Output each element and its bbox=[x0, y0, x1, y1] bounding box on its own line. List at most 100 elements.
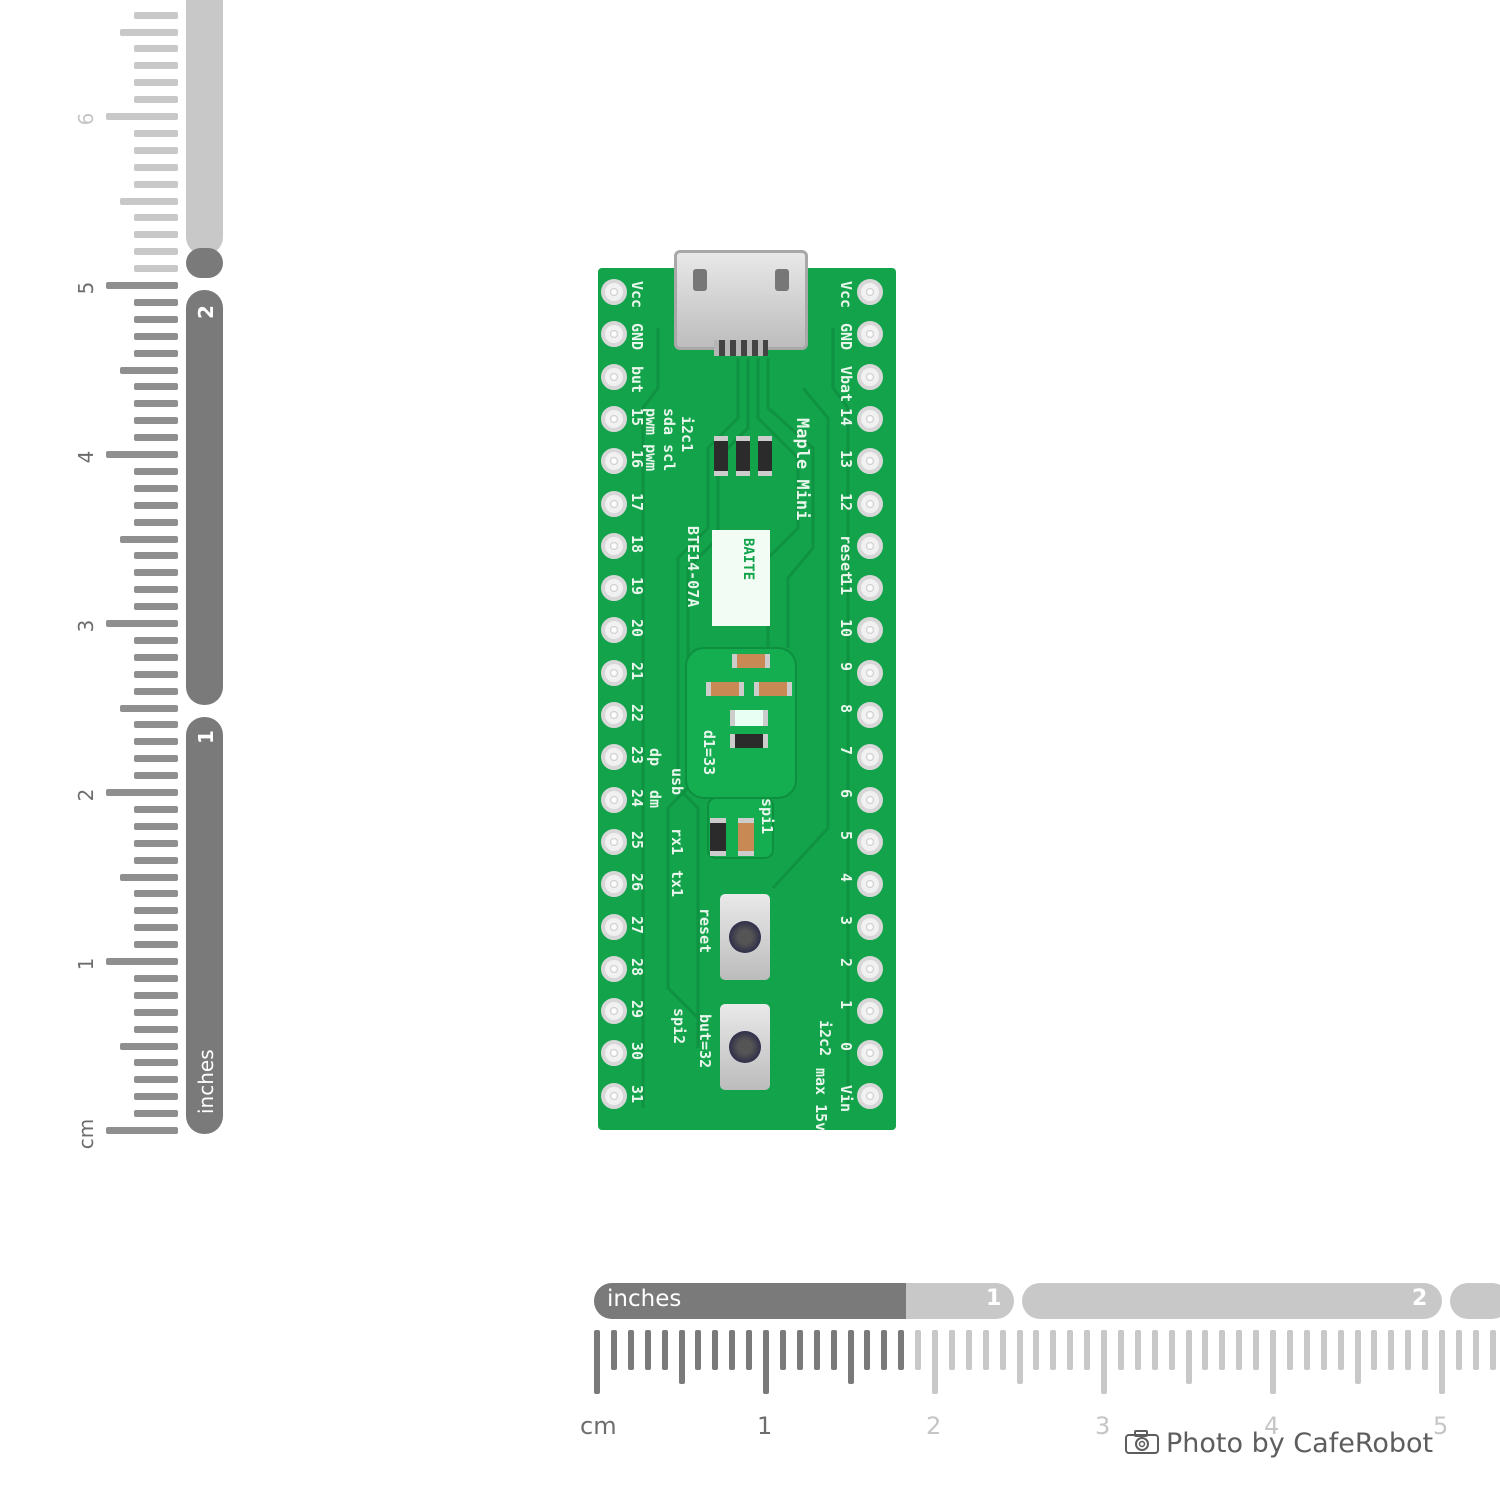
horizontal-cm-number-5: 5 bbox=[1433, 1412, 1449, 1440]
horizontal-inch-bar-3 bbox=[1450, 1283, 1500, 1319]
reset-text: reset bbox=[696, 908, 714, 954]
header-pin bbox=[857, 744, 883, 771]
vertical-inch-label: inches bbox=[194, 1049, 218, 1114]
horizontal-ruler-tick bbox=[712, 1330, 719, 1370]
max-voltage-text: max 15v bbox=[812, 1068, 830, 1132]
header-pin bbox=[857, 786, 883, 813]
d1-text: d1=33 bbox=[700, 730, 718, 776]
horizontal-ruler-tick bbox=[1168, 1330, 1175, 1370]
left-pin-label: 29 bbox=[628, 1000, 646, 1019]
horizontal-ruler-tick bbox=[1405, 1330, 1412, 1370]
right-pin-label: 7 bbox=[837, 746, 855, 756]
smd-led bbox=[730, 710, 768, 726]
vertical-ruler-tick bbox=[134, 552, 178, 560]
vertical-ruler-tick bbox=[134, 146, 178, 154]
right-pin-label: 1 bbox=[837, 1000, 855, 1010]
right-pin-label: 9 bbox=[837, 661, 855, 671]
vertical-ruler-tick bbox=[134, 45, 178, 53]
vertical-ruler-tick bbox=[134, 822, 178, 830]
horizontal-ruler-tick bbox=[965, 1330, 972, 1370]
camera-icon bbox=[1125, 1430, 1159, 1454]
vertical-ruler-tick bbox=[134, 687, 178, 695]
horizontal-ruler-tick bbox=[1253, 1330, 1260, 1370]
horizontal-ruler-tick bbox=[1202, 1330, 1209, 1370]
vertical-ruler-tick bbox=[134, 518, 178, 526]
horizontal-ruler-tick bbox=[1320, 1330, 1327, 1370]
vertical-ruler-tick bbox=[134, 62, 178, 70]
header-pin bbox=[601, 321, 627, 348]
horizontal-inch-bar-1-dark bbox=[594, 1283, 906, 1319]
horizontal-ruler-tick bbox=[796, 1330, 803, 1370]
horizontal-ruler-tick bbox=[1236, 1330, 1243, 1370]
usb-pins bbox=[714, 340, 768, 356]
horizontal-ruler-tick bbox=[1472, 1330, 1479, 1370]
right-pin-label: Vin bbox=[837, 1084, 855, 1112]
vertical-ruler-tick bbox=[134, 738, 178, 746]
smd-capacitor bbox=[706, 682, 744, 696]
reset-button[interactable] bbox=[720, 894, 770, 980]
vertical-ruler-tick bbox=[106, 789, 178, 796]
vertical-ruler-tick bbox=[134, 400, 178, 408]
left-pin-label: but bbox=[628, 365, 646, 393]
i2c1-text: i2c1 bbox=[678, 416, 696, 453]
vertical-ruler-tick bbox=[120, 1042, 178, 1050]
header-pin bbox=[857, 871, 883, 898]
vertical-ruler-tick bbox=[134, 298, 178, 306]
vertical-ruler-tick bbox=[134, 434, 178, 442]
vertical-ruler-tick bbox=[134, 79, 178, 87]
horizontal-ruler-tick bbox=[644, 1330, 651, 1370]
header-pin bbox=[601, 279, 627, 305]
right-pin-label: GND bbox=[837, 323, 855, 351]
vertical-ruler-tick bbox=[134, 755, 178, 763]
horizontal-ruler-tick bbox=[1117, 1330, 1124, 1370]
horizontal-ruler-tick bbox=[1286, 1330, 1293, 1370]
vertical-ruler-tick bbox=[134, 1076, 178, 1084]
vertical-inch-bar-1 bbox=[186, 717, 223, 1134]
horizontal-ruler-tick bbox=[1354, 1330, 1361, 1384]
left-pin-label: 22 bbox=[628, 704, 646, 723]
vertical-ruler-tick bbox=[134, 417, 178, 425]
vertical-inch-bar-top-end bbox=[186, 248, 223, 278]
horizontal-ruler-tick bbox=[1455, 1330, 1462, 1370]
vertical-ruler-tick bbox=[134, 484, 178, 492]
left-pin-label: GND bbox=[628, 323, 646, 351]
right-pin-label: 14 bbox=[837, 407, 855, 426]
vertical-ruler-tick bbox=[134, 383, 178, 391]
right-pin-label: 0 bbox=[837, 1042, 855, 1052]
right-pin-label: Vcc bbox=[837, 281, 855, 309]
header-pin bbox=[857, 363, 883, 390]
header-pin bbox=[857, 998, 883, 1025]
vertical-ruler-tick bbox=[134, 991, 178, 999]
vertical-ruler-tick bbox=[106, 620, 178, 627]
left-pin-label: 30 bbox=[628, 1042, 646, 1061]
smd-capacitor bbox=[754, 682, 792, 696]
horizontal-ruler-tick bbox=[1101, 1330, 1107, 1394]
right-pin-label: 4 bbox=[837, 873, 855, 883]
smd-resistor bbox=[758, 436, 772, 476]
vertical-inch-number-2: 2 bbox=[194, 305, 218, 319]
but-text: but=32 bbox=[696, 1014, 714, 1069]
horizontal-ruler-tick bbox=[1270, 1330, 1276, 1394]
horizontal-ruler-tick bbox=[1337, 1330, 1344, 1370]
baite-logo: BAITE bbox=[712, 530, 770, 626]
smd-resistor bbox=[730, 734, 768, 748]
header-pin bbox=[601, 659, 627, 686]
left-pin-label: 27 bbox=[628, 915, 646, 934]
vertical-ruler-tick bbox=[134, 636, 178, 644]
horizontal-ruler-tick bbox=[1050, 1330, 1057, 1370]
vertical-ruler-tick bbox=[134, 721, 178, 729]
horizontal-ruler-tick bbox=[1489, 1330, 1496, 1370]
vertical-ruler-tick bbox=[106, 282, 178, 289]
vertical-ruler-tick bbox=[106, 113, 178, 120]
tx1-text: tx1 bbox=[668, 870, 686, 898]
header-pin bbox=[857, 405, 883, 432]
horizontal-inch-label: inches bbox=[607, 1286, 682, 1312]
horizontal-ruler-tick bbox=[746, 1330, 753, 1370]
horizontal-ruler-tick bbox=[915, 1330, 922, 1370]
header-pin bbox=[857, 659, 883, 686]
vertical-ruler-tick bbox=[106, 451, 178, 458]
header-pin bbox=[601, 828, 627, 855]
right-pin-label: 13 bbox=[837, 450, 855, 469]
boot-button[interactable] bbox=[720, 1004, 770, 1090]
horizontal-inch-number-1: 1 bbox=[986, 1286, 1002, 1311]
